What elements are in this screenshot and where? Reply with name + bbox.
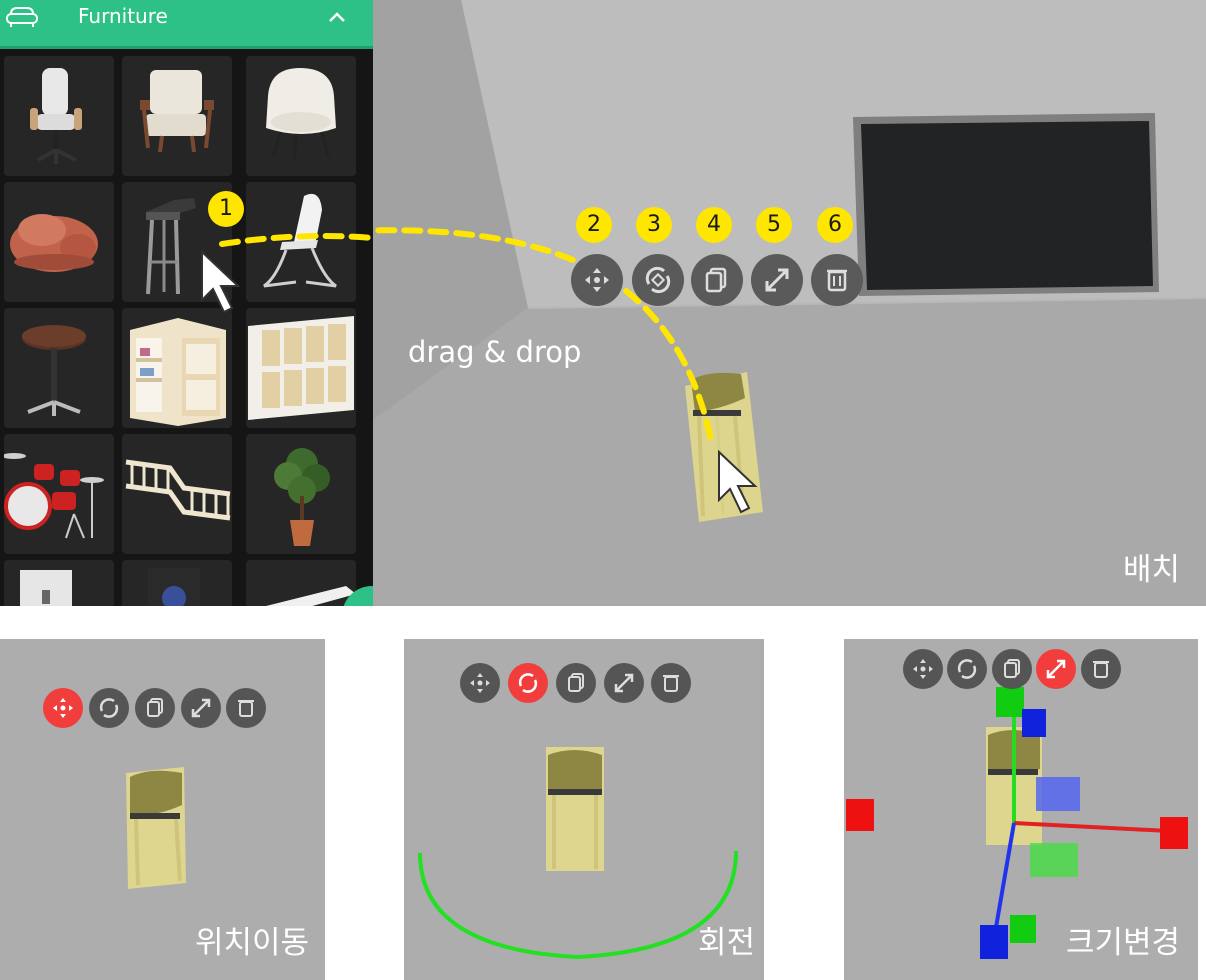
- resize-button[interactable]: [604, 663, 644, 703]
- cabinet-icon: [248, 316, 354, 420]
- tile-round-side-table[interactable]: [4, 308, 114, 428]
- bar-stool-icon: [146, 198, 196, 295]
- rotate-icon: [99, 698, 119, 718]
- sidebar-divider: [0, 46, 373, 49]
- tile-round-pouf[interactable]: [4, 182, 114, 302]
- tile-wooden-armchair[interactable]: [122, 56, 232, 176]
- fence-icon: [125, 459, 231, 521]
- resize-scene: [846, 687, 1188, 959]
- move-panel: 위치이동: [0, 639, 325, 980]
- tile-potted-plant[interactable]: [246, 434, 356, 554]
- resize-button[interactable]: [1036, 649, 1076, 689]
- move-icon: [470, 673, 490, 693]
- chevron-up-icon[interactable]: [328, 10, 346, 24]
- tile-speaker[interactable]: [122, 560, 232, 606]
- move-button[interactable]: [903, 649, 943, 689]
- drum-set-icon: [4, 453, 104, 539]
- step-badge-5: 5: [756, 207, 792, 243]
- speaker-icon: [148, 568, 200, 606]
- step-badge-3: 3: [636, 207, 672, 243]
- copy-button[interactable]: [691, 254, 743, 306]
- delete-icon: [827, 269, 847, 292]
- delete-button[interactable]: [226, 688, 266, 728]
- lounge-chair-icon: [266, 68, 336, 161]
- tile-wooden-cabinet[interactable]: [246, 308, 356, 428]
- tile-drum-set[interactable]: [4, 434, 114, 554]
- move-icon: [53, 698, 73, 718]
- delete-button[interactable]: [811, 254, 863, 306]
- rotate-icon: [518, 673, 538, 693]
- desk-icon: [266, 586, 356, 606]
- sofa-icon: [6, 7, 38, 27]
- copy-icon: [568, 673, 584, 692]
- room-viewport[interactable]: drag & drop: [373, 0, 1206, 606]
- pouf-icon: [10, 214, 98, 272]
- sidebar-title: Furniture: [78, 4, 168, 28]
- copy-icon: [147, 698, 163, 717]
- rotate-button[interactable]: [508, 663, 548, 703]
- rotate-caption: 회전: [698, 925, 756, 961]
- resize-caption: 크기변경: [1066, 925, 1181, 961]
- step-badge-6: 6: [817, 207, 853, 243]
- rotate-icon: [957, 659, 977, 679]
- resize-button[interactable]: [181, 688, 221, 728]
- rotate-icon: [645, 266, 671, 294]
- curved-chair-icon: [263, 193, 337, 288]
- resize-button[interactable]: [751, 254, 803, 306]
- tile-office-chair[interactable]: [4, 56, 114, 176]
- delete-icon: [238, 700, 254, 717]
- delete-button[interactable]: [651, 663, 691, 703]
- armchair-icon: [140, 70, 214, 153]
- resize-icon: [765, 268, 789, 292]
- corner-shelf-icon: [130, 318, 226, 426]
- placement-caption: 배치: [1123, 552, 1181, 588]
- resize-icon: [191, 698, 211, 718]
- drag-drop-label: drag & drop: [408, 335, 582, 369]
- copy-icon: [705, 267, 727, 293]
- sidebar-header[interactable]: Furniture: [0, 0, 373, 46]
- move-icon: [913, 659, 933, 679]
- cursor-icon: [201, 249, 241, 314]
- step-badge-2: 2: [576, 207, 612, 243]
- move-scene: [126, 767, 186, 889]
- tile-white-desk[interactable]: [246, 560, 356, 606]
- tile-white-lounge-chair[interactable]: [246, 56, 356, 176]
- rotate-button[interactable]: [89, 688, 129, 728]
- move-icon: [585, 268, 609, 292]
- step-badge-4: 4: [696, 207, 732, 243]
- delete-icon: [1093, 661, 1109, 678]
- rotate-scene: [418, 747, 738, 960]
- rotate-panel: 회전: [404, 639, 764, 980]
- move-button[interactable]: [460, 663, 500, 703]
- resize-icon: [1046, 659, 1066, 679]
- tile-folding-fence[interactable]: [122, 434, 232, 554]
- delete-icon: [663, 675, 679, 692]
- rotate-button[interactable]: [947, 649, 987, 689]
- tile-corner-shelf[interactable]: [122, 308, 232, 428]
- move-button[interactable]: [571, 254, 623, 306]
- plant-icon: [274, 448, 330, 546]
- delete-button[interactable]: [1081, 649, 1121, 689]
- resize-icon: [614, 673, 634, 693]
- move-caption: 위치이동: [195, 925, 310, 961]
- rotate-button[interactable]: [632, 254, 684, 306]
- copy-button[interactable]: [556, 663, 596, 703]
- step-badge-1-sidebar: 1: [208, 191, 244, 227]
- move-button[interactable]: [43, 688, 83, 728]
- copy-icon: [1004, 659, 1020, 678]
- safe-icon: [20, 570, 72, 606]
- copy-button[interactable]: [992, 649, 1032, 689]
- tile-white-curved-chair[interactable]: [246, 182, 356, 302]
- side-table-icon: [22, 325, 86, 416]
- furniture-sidebar: Furniture: [0, 0, 373, 606]
- copy-button[interactable]: [135, 688, 175, 728]
- tile-safe[interactable]: [4, 560, 114, 606]
- office-chair-icon: [30, 68, 82, 164]
- drag-overlay: [201, 233, 373, 314]
- resize-panel: 크기변경: [844, 639, 1198, 980]
